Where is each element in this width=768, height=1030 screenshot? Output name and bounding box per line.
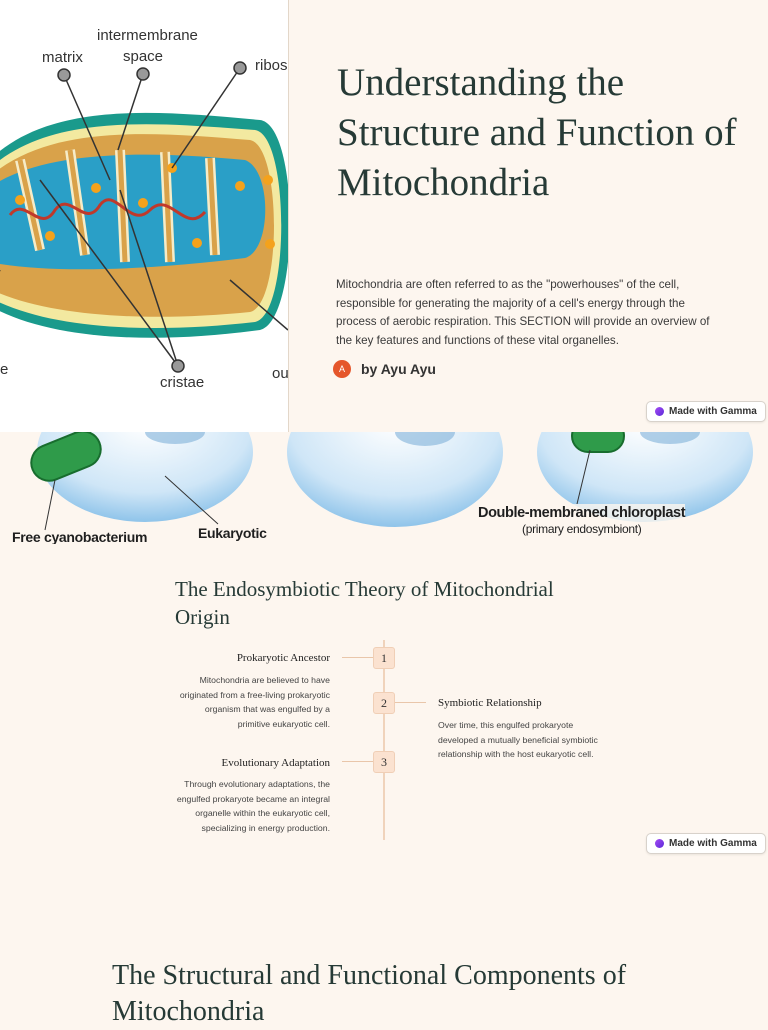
timeline-step-heading: Symbiotic Relationship	[438, 697, 542, 709]
timeline-line	[383, 640, 385, 840]
label-eukaryotic: Eukaryotic	[198, 525, 267, 541]
badge-label: Made with Gamma	[669, 406, 757, 417]
label-cristae: cristae	[160, 374, 205, 391]
label-left-partial: e	[0, 361, 9, 378]
avatar: A	[333, 360, 351, 378]
timeline-step-heading: Evolutionary Adaptation	[221, 757, 330, 769]
timeline-step-heading: Prokaryotic Ancestor	[236, 652, 330, 664]
label-outer: ou	[272, 365, 289, 382]
timeline-step-number: 1	[373, 647, 395, 669]
author-name: by Ayu Ayu	[361, 361, 436, 377]
timeline-connector	[394, 702, 426, 703]
label-ribosome: ribos	[255, 57, 288, 74]
label-free-cyanobacterium: Free cyanobacterium	[12, 529, 148, 544]
badge-label: Made with Gamma	[669, 838, 757, 849]
label-space: space	[123, 48, 164, 65]
section-title-components: The Structural and Functional Components…	[112, 960, 627, 1027]
timeline-step-number: 2	[373, 692, 395, 714]
author-byline: A by Ayu Ayu	[333, 360, 436, 378]
timeline-connector	[342, 761, 374, 762]
timeline-step-text: Through evolutionary adaptations, the en…	[176, 779, 330, 833]
title-slide: intermembrane space matrix ribos cristae…	[0, 0, 768, 433]
made-with-gamma-button[interactable]: Made with Gamma	[646, 401, 766, 422]
timeline-step-text: Over time, this engulfed prokaryote deve…	[438, 720, 598, 759]
label-matrix: matrix	[42, 49, 83, 66]
gamma-logo-icon	[655, 407, 664, 416]
timeline-step-number: 3	[373, 751, 395, 773]
page-title: Understanding the Structure and Function…	[337, 61, 737, 204]
section-title-endosymbiotic: The Endosymbiotic Theory of Mitochondria…	[175, 577, 554, 629]
label-intermembrane: intermembrane	[97, 27, 198, 44]
label-primary-endosymbiont: (primary endosymbiont)	[522, 522, 642, 536]
gamma-logo-icon	[655, 839, 664, 848]
label-double-membraned: Double-membraned chloroplast	[478, 505, 686, 521]
endosymbiosis-image: Free cyanobacterium Eukaryotic Double-me…	[0, 432, 768, 544]
mitochondria-diagram: intermembrane space matrix ribos cristae…	[0, 0, 289, 432]
intro-paragraph: Mitochondria are often referred to as th…	[336, 278, 710, 347]
timeline-step-text: Mitochondria are believed to have origin…	[179, 675, 330, 729]
made-with-gamma-button[interactable]: Made with Gamma	[646, 833, 766, 854]
timeline-connector	[342, 657, 374, 658]
